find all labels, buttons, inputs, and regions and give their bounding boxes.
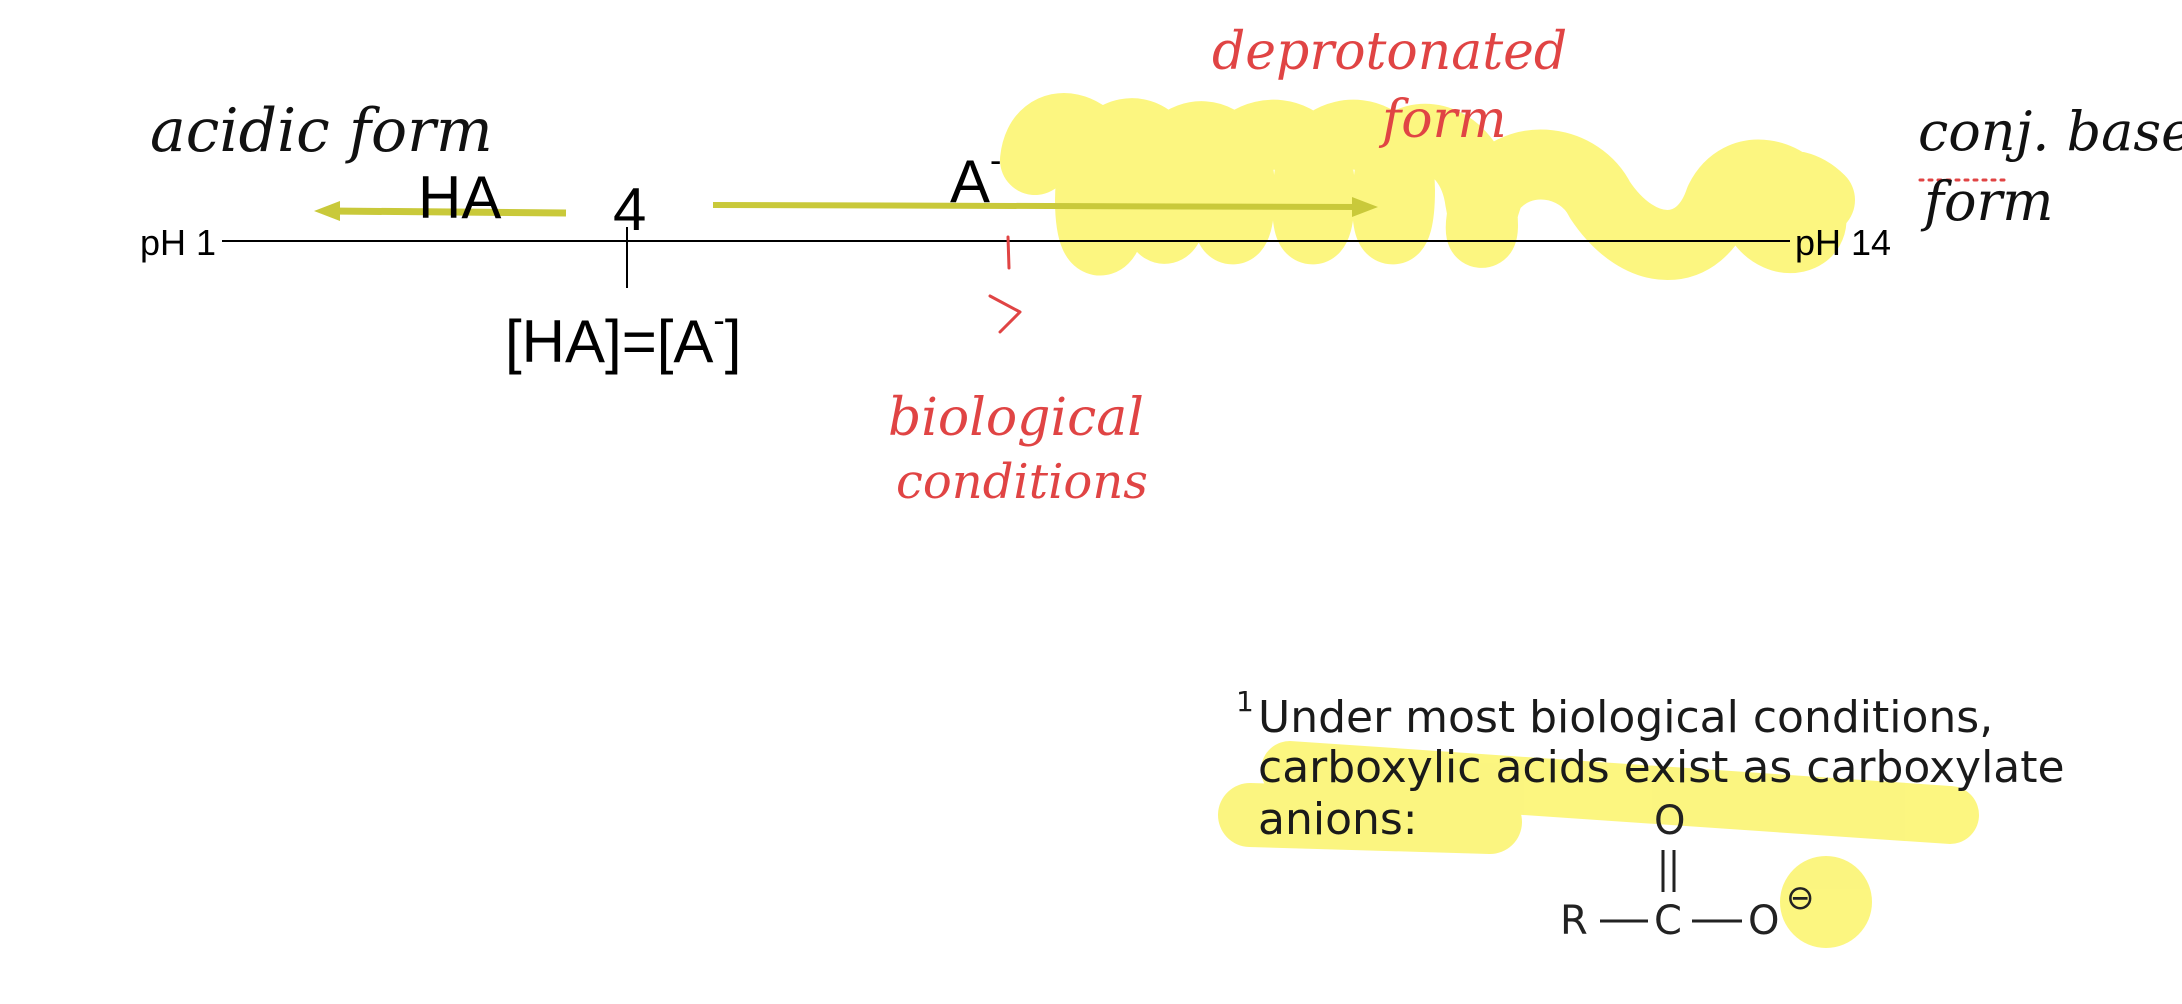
base-species-main: A (950, 148, 991, 215)
acid-species-label: HA (418, 164, 502, 231)
pka-value: 4 (613, 176, 647, 243)
equal-label-end: ] (724, 308, 742, 375)
ph-min-label: pH 1 (140, 222, 217, 263)
acidic-form-annotation: acidic form (150, 96, 493, 166)
r-group: R (1560, 898, 1588, 944)
red-greater-than-mark (988, 294, 1022, 334)
deprotonated-annotation: deprotonated (1212, 22, 1568, 82)
base-species-label: A- (950, 144, 1001, 212)
conj-base-form-annotation: form (1924, 170, 2054, 233)
conditions-annotation: conditions (896, 454, 1148, 510)
charge-highlight (1780, 856, 1872, 948)
carbonyl-carbon: C (1654, 898, 1682, 944)
ph-max-label: pH 14 (1795, 222, 1892, 263)
footnote-line-2: carboxylic acids exist as carboxylate (1258, 742, 2065, 793)
carbonyl-oxygen: O (1654, 798, 1686, 844)
footnote-line-3: anions: (1258, 794, 1418, 845)
footnote-highlight-line2 (1261, 741, 1979, 844)
acid-arrow-head (314, 201, 340, 221)
footnote-highlight-line3 (1218, 783, 1522, 854)
equal-label-main: [HA]=[A (505, 308, 714, 375)
conj-base-annotation: conj. base (1918, 100, 2182, 163)
footnote-line-1: Under most biological conditions, (1258, 692, 1994, 743)
red-tick-mark (1006, 235, 1011, 270)
equal-concentration-label: [HA]=[A-] (505, 304, 741, 372)
equal-label-charge: - (713, 302, 725, 340)
deprotonated-region-highlight (1000, 93, 1855, 280)
footnote-number: 1 (1236, 685, 1254, 718)
negative-charge-icon: ⊖ (1786, 878, 1815, 918)
base-arrow-head (1352, 197, 1378, 217)
acid-arrow-shaft (329, 207, 567, 217)
anionic-oxygen: O (1748, 898, 1780, 944)
base-species-charge: - (990, 142, 1002, 180)
deprotonated-form-annotation: form (1382, 90, 1507, 150)
base-arrow-shaft (712, 202, 1361, 210)
biological-annotation: biological (888, 388, 1144, 448)
